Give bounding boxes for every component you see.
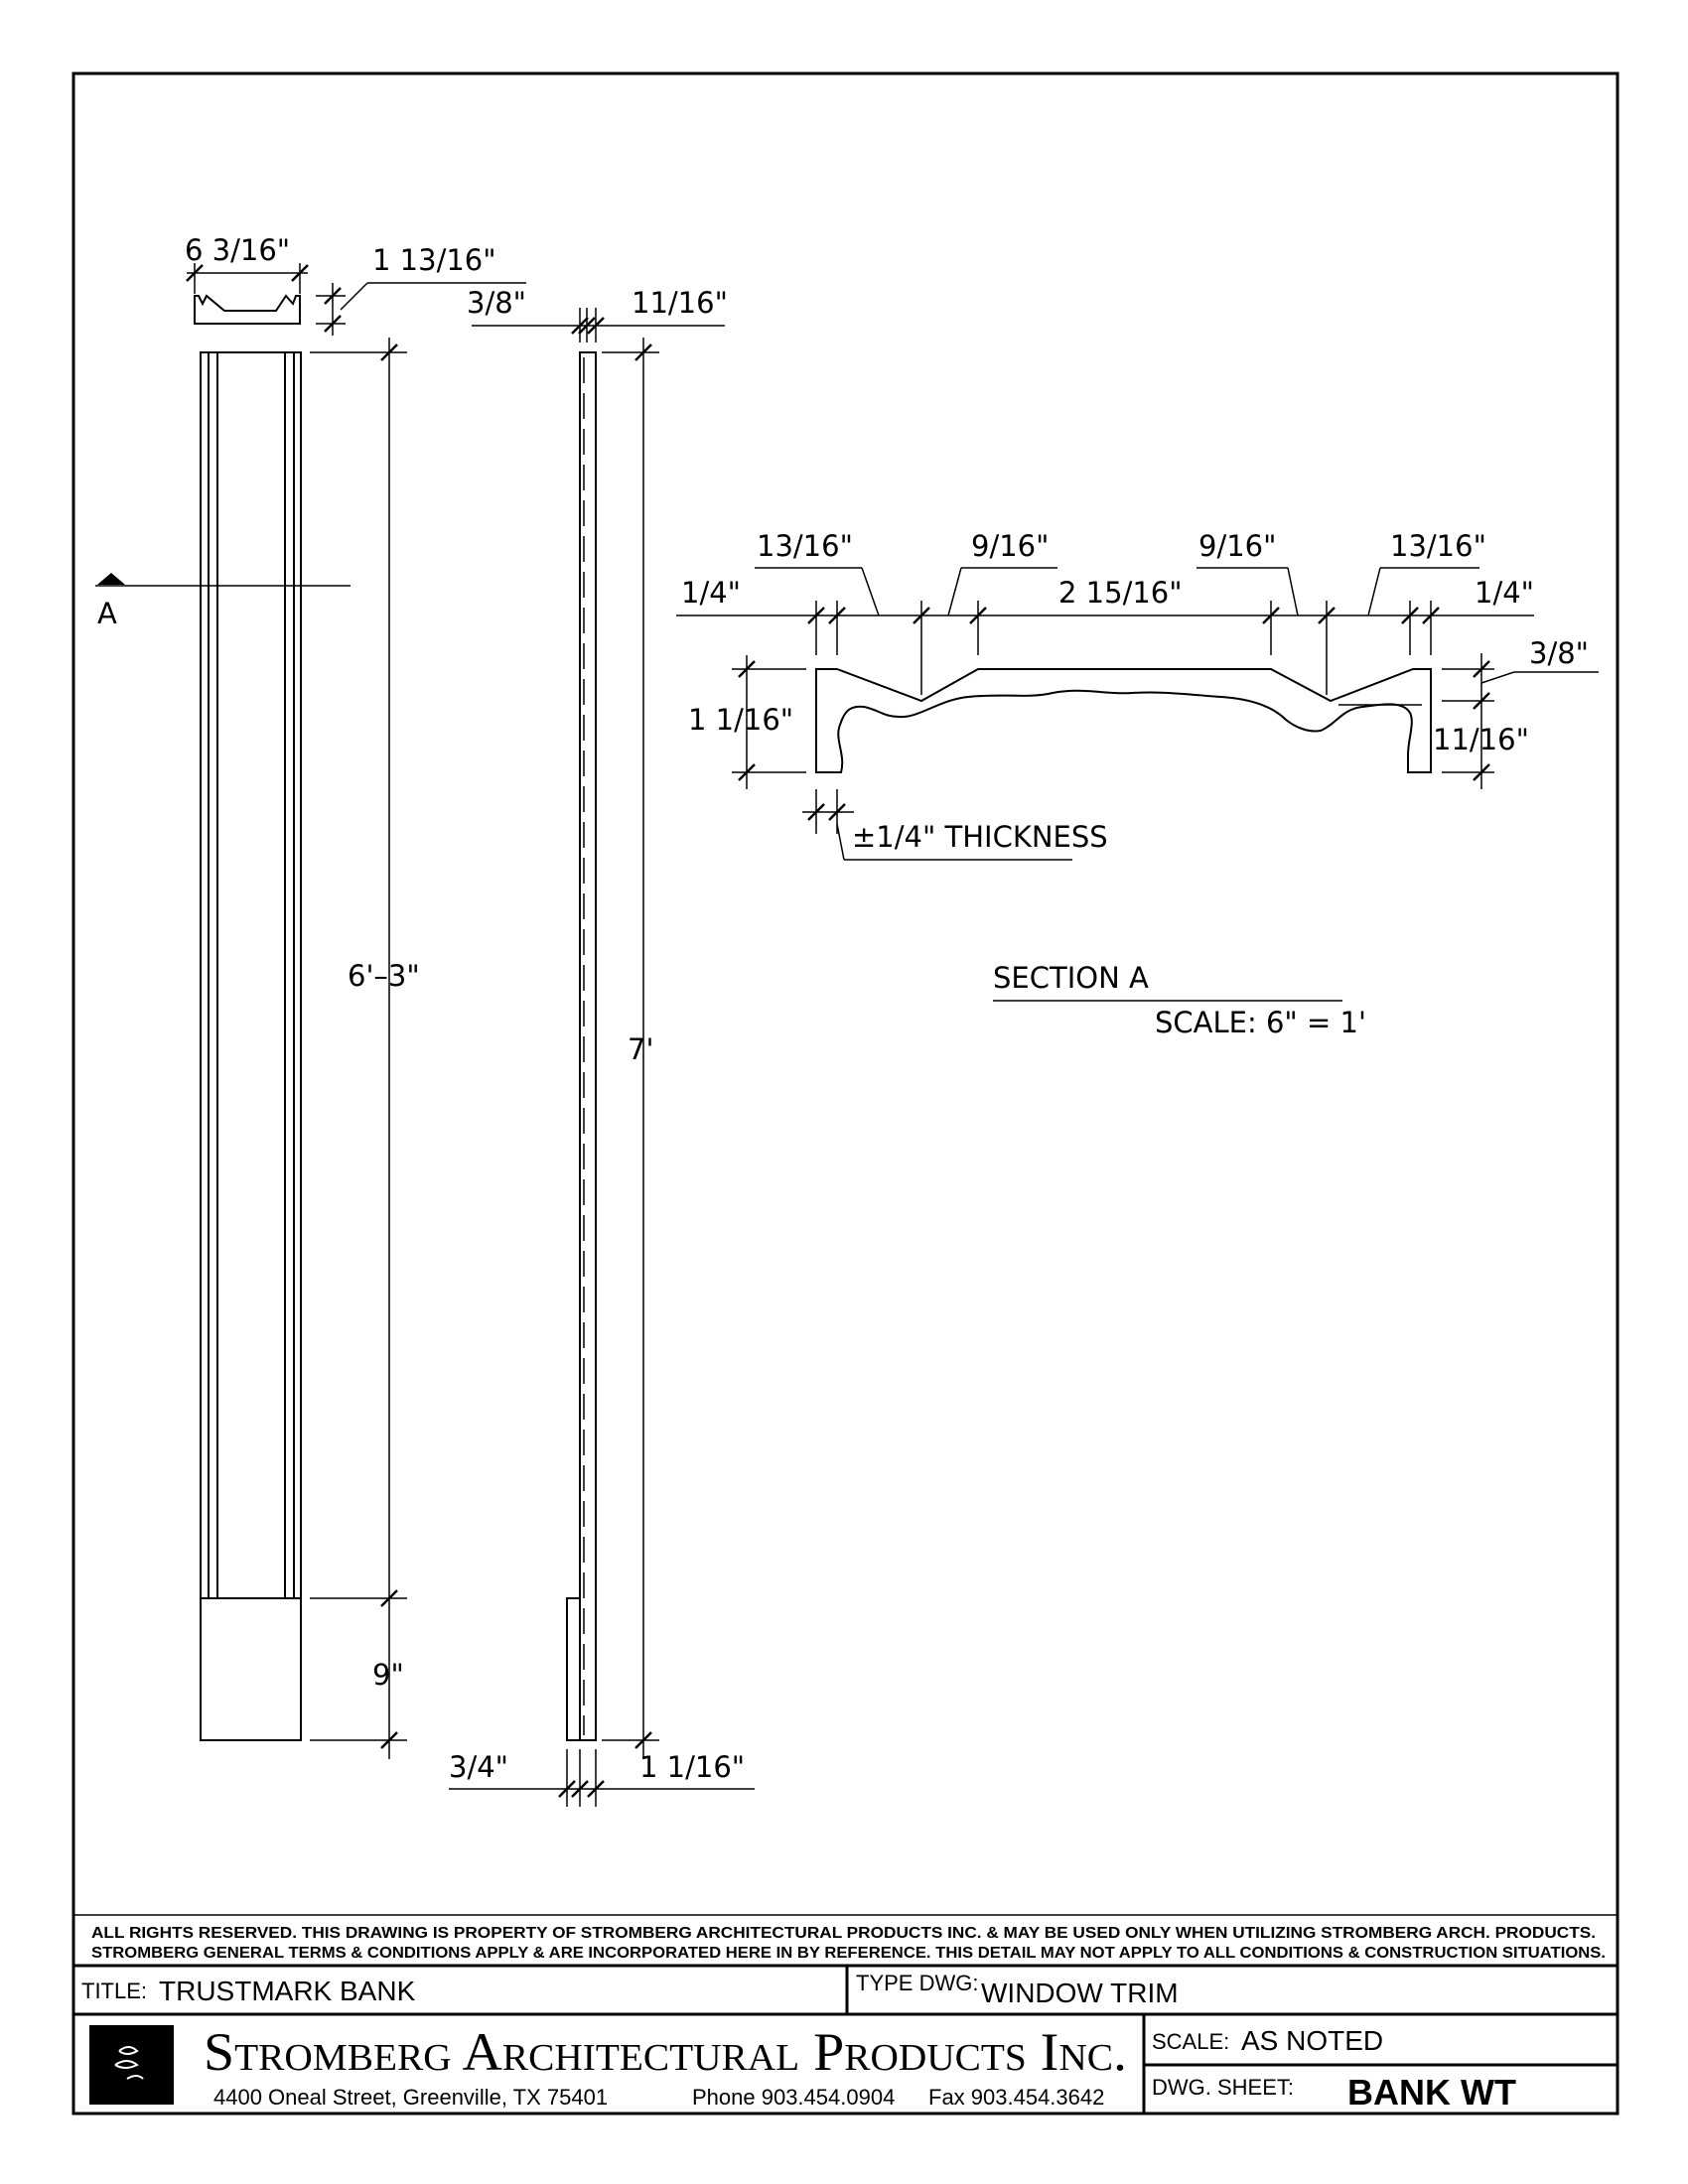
company-logo-mark	[114, 2046, 144, 2080]
title-value: TRUSTMARK BANK	[159, 1976, 416, 2006]
side-view-body	[579, 351, 597, 1741]
company-name: Stromberg Architectural Products Inc.	[204, 2022, 1127, 2082]
company-address: 4400 Oneal Street, Greenville, TX 75401	[213, 2085, 608, 2110]
dim-elevation-height-base: 9"	[372, 1658, 404, 1692]
company-phone: Phone 903.454.0904	[692, 2085, 895, 2110]
elevation-top-profile	[194, 294, 301, 325]
rights-line-1: ALL RIGHTS RESERVED. THIS DRAWING IS PRO…	[91, 1925, 1596, 1942]
title-label: TITLE:	[81, 1979, 147, 2003]
type-dwg-value: WINDOW TRIM	[981, 1978, 1179, 2008]
dwg-sheet-label: DWG. SHEET:	[1152, 2075, 1294, 2100]
dim-section-thickness: ±1/4" THICKNESS	[852, 820, 1108, 854]
dwg-sheet-value: BANK WT	[1347, 2072, 1516, 2113]
elevation-column	[200, 351, 302, 1741]
section-profile-outer	[815, 668, 1432, 773]
dim-elevation-width: 6 3/16"	[185, 233, 290, 267]
section-scale: SCALE: 6" = 1'	[1155, 1006, 1366, 1039]
dim-section-top-1: 13/16"	[757, 529, 853, 563]
company-fax: Fax 903.454.3642	[928, 2085, 1104, 2110]
dim-section-top-3: 9/16"	[1198, 529, 1276, 563]
dim-side-top-left: 3/8"	[467, 286, 526, 320]
side-view	[449, 308, 755, 1807]
section-cut-marker	[95, 573, 351, 587]
dim-section-right-top: 3/8"	[1529, 636, 1589, 670]
dim-section-row-center: 2 15/16"	[1058, 576, 1183, 610]
dim-side-bottom-left: 3/4"	[449, 1750, 508, 1784]
section-a	[676, 567, 1599, 1002]
title-block	[73, 1914, 1618, 2114]
side-view-base	[566, 1597, 581, 1741]
scale-label: SCALE:	[1152, 2029, 1229, 2054]
type-dwg-label: TYPE DWG:	[856, 1971, 978, 1995]
section-title: SECTION A	[993, 961, 1149, 995]
elevation-view	[186, 263, 526, 1759]
dim-elevation-profile-depth: 1 13/16"	[372, 243, 496, 277]
dim-side-bottom-right: 1 1/16"	[639, 1750, 745, 1784]
section-marker-arrow	[97, 573, 125, 585]
scale-value: AS NOTED	[1241, 2025, 1383, 2056]
dim-side-top-right: 11/16"	[632, 286, 728, 320]
rights-line-2: STROMBERG GENERAL TERMS & CONDITIONS APP…	[91, 1945, 1606, 1962]
dim-section-left-height: 1 1/16"	[688, 703, 793, 737]
sheet-border	[71, 71, 1619, 2116]
dim-section-top-2: 9/16"	[971, 529, 1049, 563]
company-logo	[89, 2025, 174, 2105]
dim-section-top-4: 13/16"	[1390, 529, 1486, 563]
dim-elevation-height-main: 6'–3"	[348, 959, 420, 993]
dim-side-overall-height: 7'	[628, 1032, 653, 1066]
dim-section-row-right: 1/4"	[1475, 576, 1534, 610]
dim-section-row-left: 1/4"	[681, 576, 741, 610]
dim-section-right-bottom: 11/16"	[1433, 723, 1529, 756]
section-marker-label: A	[97, 597, 117, 630]
